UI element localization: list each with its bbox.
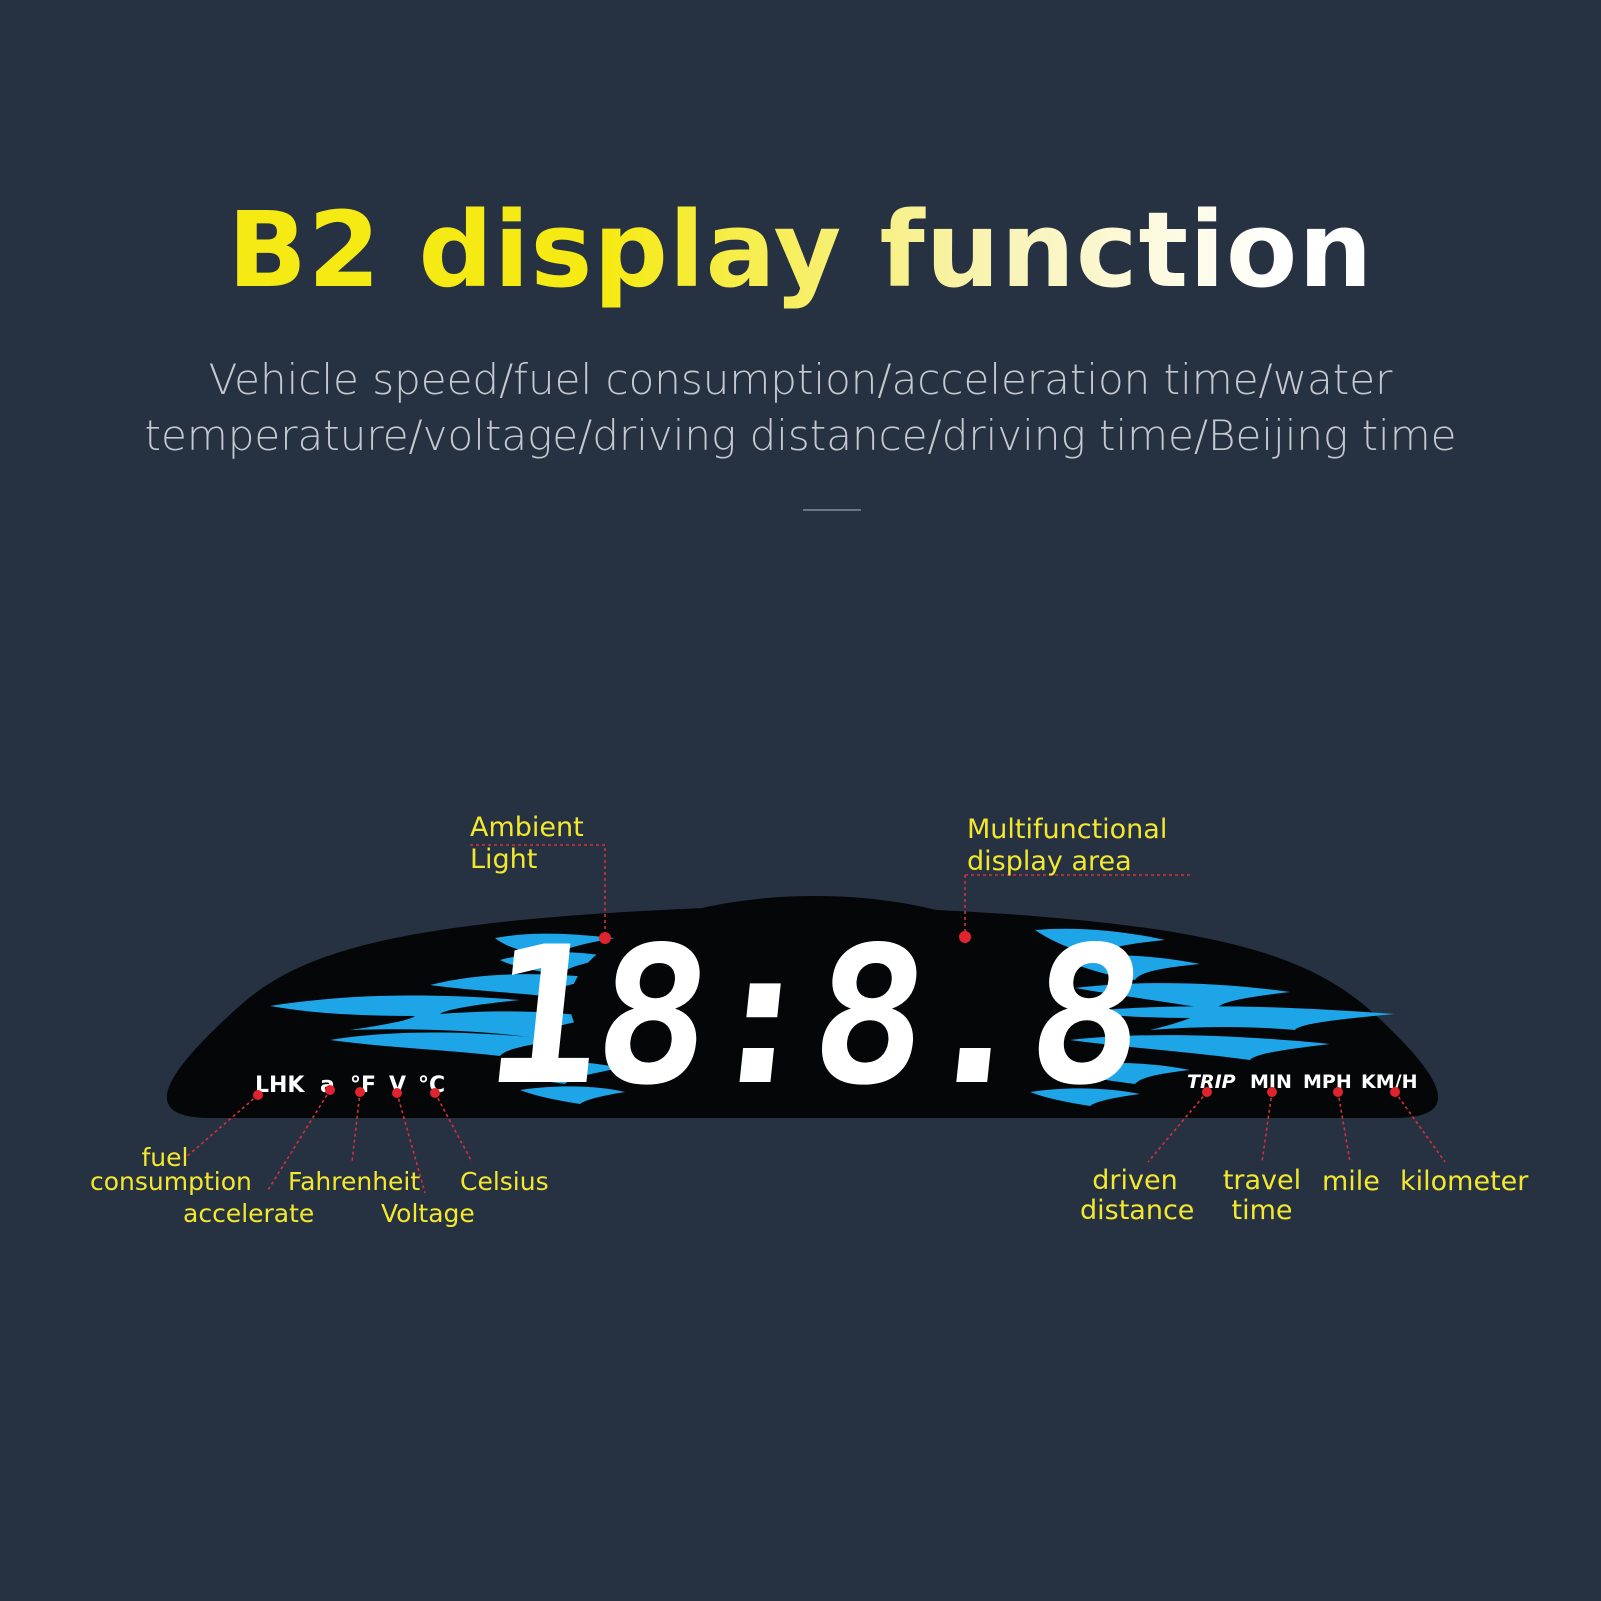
marker-mph: [1333, 1087, 1343, 1097]
icon-mph: MPH: [1303, 1071, 1352, 1093]
subtitle-line-1: Vehicle speed/fuel consumption/accelerat…: [208, 355, 1393, 404]
callout-voltage: Voltage: [381, 1199, 475, 1228]
subtitle-line-2: temperature/voltage/driving distance/dri…: [144, 411, 1457, 460]
marker-voltage: [392, 1088, 402, 1098]
callout-travel-time: travel time: [1222, 1165, 1302, 1226]
callout-accelerate: accelerate: [183, 1199, 315, 1228]
marker-lhk: [253, 1090, 263, 1100]
marker-kmh: [1390, 1087, 1400, 1097]
marker-trip: [1202, 1087, 1212, 1097]
leader-lines: [184, 844, 1446, 1194]
icon-min: MIN: [1250, 1071, 1292, 1093]
page-title: B2 display function: [0, 185, 1601, 315]
marker-multifunctional: [959, 931, 971, 943]
digit-window: [570, 896, 1060, 1110]
icon-lhk: LHK: [255, 1073, 305, 1098]
icon-kmh: KM/H: [1361, 1071, 1417, 1093]
callout-driven-distance: driven distance: [1080, 1165, 1195, 1226]
divider: [803, 509, 861, 511]
callout-multifunctional: Multifunctional display area: [967, 814, 1168, 877]
marker-fahrenheit: [355, 1087, 365, 1097]
right-indicators: TRIP MIN MPH KM/H: [1187, 1071, 1417, 1093]
callout-celsius: Celsius: [460, 1167, 549, 1196]
marker-accel: [325, 1085, 335, 1095]
right-flames: [1030, 928, 1395, 1106]
callout-fahrenheit: Fahrenheit: [288, 1167, 421, 1196]
subtitle: Vehicle speed/fuel consumption/accelerat…: [0, 352, 1601, 464]
callout-ambient-light: Ambient Light: [470, 812, 584, 875]
markers: [253, 931, 1400, 1100]
left-flames: [270, 933, 625, 1104]
callout-fuel-consumption: fuel consumption: [90, 1143, 252, 1196]
callout-mile: mile: [1322, 1166, 1380, 1197]
callout-kilometer: kilometer: [1400, 1166, 1529, 1197]
digit-display: 18:8.8: [476, 905, 1150, 1126]
marker-min: [1267, 1087, 1277, 1097]
icon-trip: TRIP: [1187, 1071, 1236, 1093]
marker-ambient-light: [599, 932, 611, 944]
marker-celsius: [430, 1088, 440, 1098]
digit-readout: 18:8.8: [476, 905, 1150, 1126]
